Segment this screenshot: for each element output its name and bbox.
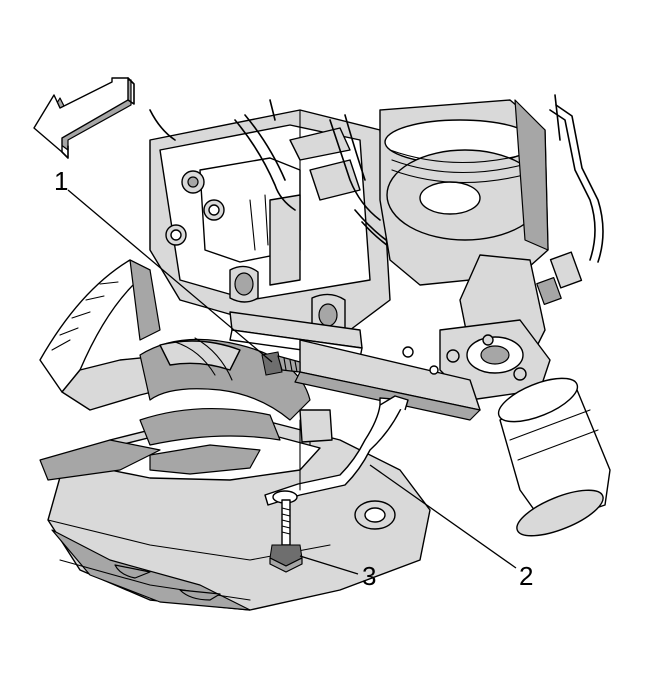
leader-lines [67, 189, 517, 575]
oil-filter-assembly [439, 254, 611, 537]
bolt-item-1 [261, 351, 301, 376]
leader-line-3 [299, 555, 359, 575]
leader-line-1 [67, 189, 273, 363]
bracket-item-2 [264, 395, 409, 506]
bolt-item-3 [269, 499, 303, 573]
right-side-wiring [536, 94, 604, 306]
engine-block [149, 109, 391, 335]
callout-1: 1 [54, 166, 68, 196]
bracket-bar [229, 311, 481, 421]
leader-line-2 [369, 464, 517, 569]
callout-2: 2 [519, 561, 533, 591]
callout-3: 3 [362, 561, 376, 591]
front-direction-arrow-icon [33, 77, 135, 159]
torque-converter-housing [379, 99, 549, 286]
